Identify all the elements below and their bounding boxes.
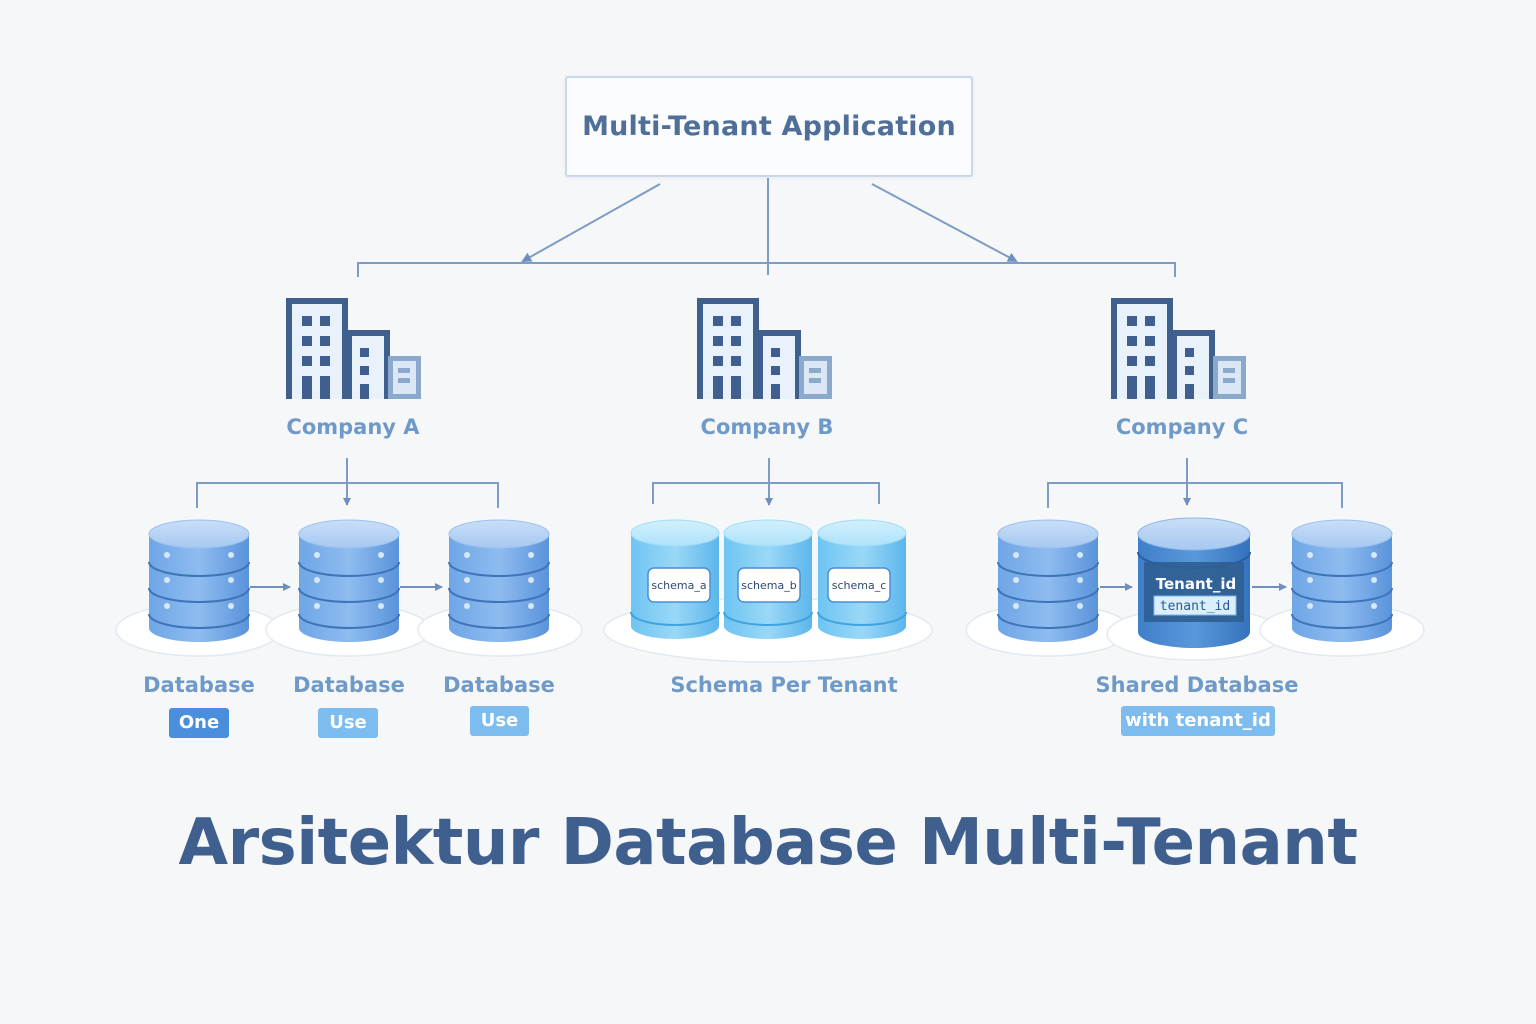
- database-badge: Use: [318, 708, 378, 738]
- application-node: Multi-Tenant Application: [565, 76, 973, 177]
- database-badge: One: [169, 708, 229, 738]
- schema-cylinder: schema_b: [723, 519, 813, 639]
- database-label: Database: [293, 673, 405, 697]
- page-title: Arsitektur Database Multi-Tenant: [178, 806, 1358, 880]
- company-b-label: Company B: [700, 415, 834, 439]
- company-bus-line: [357, 262, 1176, 277]
- company-a-connectors: [196, 458, 499, 508]
- shared-tenant-database: Tenant_id tenant_id: [1137, 517, 1251, 648]
- database-label: Database: [143, 673, 255, 697]
- database-badge: Use: [470, 706, 529, 736]
- company-c-connectors: [1047, 458, 1343, 508]
- database-label: Database: [443, 673, 555, 697]
- top-connectors: [357, 178, 1176, 277]
- tenant-id-column: tenant_id: [1160, 599, 1230, 614]
- application-title: Multi-Tenant Application: [582, 111, 956, 142]
- shared-database-badge: with tenant_id: [1121, 706, 1275, 736]
- company-c-label: Company C: [1115, 415, 1249, 439]
- database-cylinder: [997, 519, 1099, 642]
- schema-label: schema_b: [741, 579, 796, 592]
- database-cylinder: [148, 519, 250, 642]
- company-b-connectors: [652, 458, 880, 506]
- schema-cylinder: schema_c: [817, 519, 907, 639]
- building-icon: [1111, 298, 1246, 399]
- database-cylinder: [448, 519, 550, 642]
- schema-label: schema_a: [651, 579, 706, 592]
- database-cylinder: [298, 519, 400, 642]
- company-a-label: Company A: [286, 415, 420, 439]
- schema-label: schema_c: [832, 579, 887, 592]
- schema-cylinder: schema_a: [630, 519, 720, 639]
- arrow-to-company-a: [521, 183, 661, 262]
- building-icon: [697, 298, 832, 399]
- shared-database-label: Shared Database: [1095, 673, 1299, 697]
- schema-per-tenant-label: Schema Per Tenant: [670, 673, 898, 697]
- building-icon: [286, 298, 421, 399]
- tenant-id-title: Tenant_id: [1156, 575, 1236, 593]
- arrow-to-company-c: [871, 183, 1018, 262]
- database-cylinder: [1291, 519, 1393, 642]
